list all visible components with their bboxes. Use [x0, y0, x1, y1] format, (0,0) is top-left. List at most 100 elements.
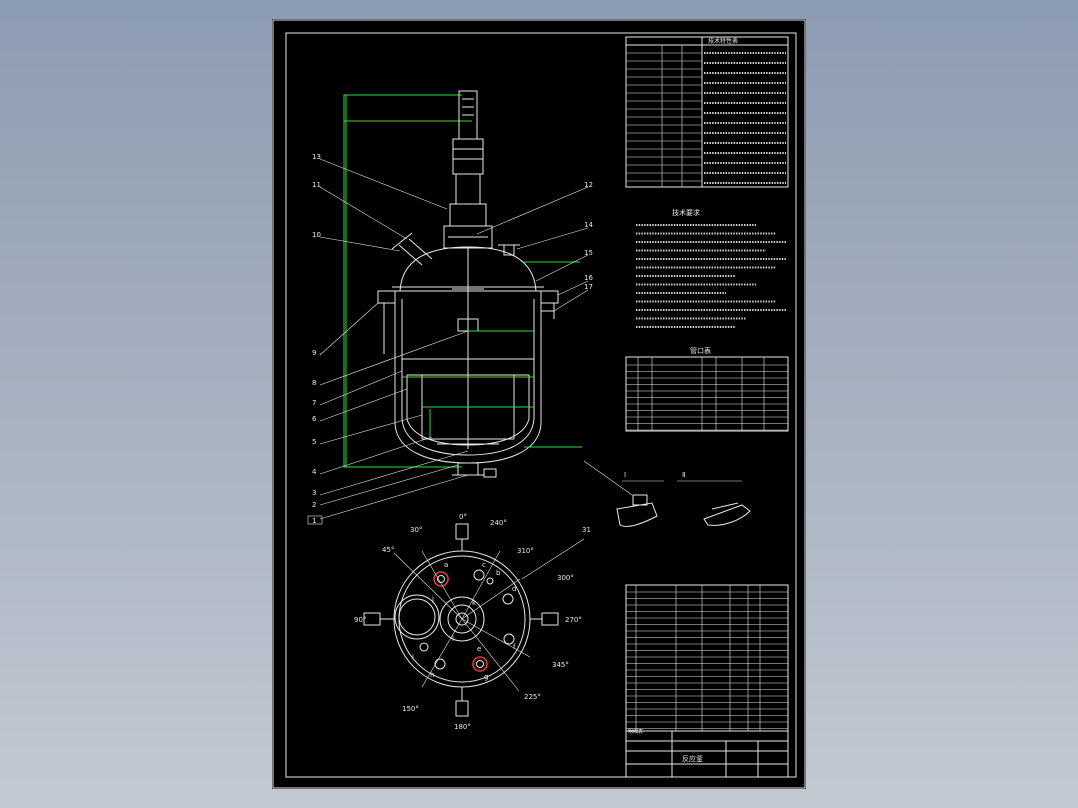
angle-label: 30°	[410, 526, 422, 534]
part-label: 9	[312, 349, 316, 357]
reactor-drawing: 13 11 10 9 8 7 6 5 4 3 2 1 12 14 15 16 1…	[272, 19, 806, 789]
nozzle-table-title: 管口表	[690, 346, 711, 355]
part-labels: 13 11 10 9 8 7 6 5 4 3 2 1 12 14 15 16 1…	[312, 153, 593, 534]
nozzle-highlight	[433, 571, 449, 587]
leader-14	[516, 227, 589, 250]
small-nozzle	[473, 569, 485, 581]
part-label: 15	[584, 249, 593, 257]
elevation-view	[307, 90, 589, 525]
small-nozzle	[502, 593, 514, 605]
leader-1	[319, 474, 469, 520]
radial-240	[461, 550, 501, 620]
leader-2	[319, 464, 459, 506]
bottom-nozzle	[483, 468, 497, 478]
nozzle-table: 管口表	[625, 346, 789, 432]
requirements-title: 技术要求	[672, 208, 700, 217]
angle-label: 240°	[490, 519, 507, 527]
part-label: 13	[312, 153, 321, 161]
angled-nozzle-flange	[391, 232, 413, 250]
coupling-frame	[455, 173, 481, 205]
leader-10	[319, 236, 401, 252]
part-label: 6	[312, 415, 317, 423]
nozzle-label: e	[477, 645, 481, 653]
part-label: 5	[312, 438, 316, 446]
top-head	[399, 246, 537, 292]
outer-frame	[272, 19, 806, 789]
detail-II-line	[711, 502, 739, 510]
nozzle-highlight	[472, 656, 488, 672]
nozzle-label: b	[496, 569, 501, 577]
support-frame	[449, 203, 487, 227]
small-nozzle	[434, 658, 446, 670]
small-nozzle	[486, 577, 494, 585]
leader-16	[557, 280, 589, 296]
angle-label: 225°	[524, 693, 541, 701]
leader-17	[553, 289, 589, 312]
table-title: 技术特性表	[708, 37, 738, 45]
overall-dimension-frame	[343, 94, 462, 468]
bill-of-materials: 明细表	[625, 584, 789, 735]
angle-labels: 0° 30° 45° 90° 150° 180° 225° 240° 270° …	[354, 513, 582, 731]
leader-11	[319, 186, 408, 240]
detail-label: Ⅰ	[624, 471, 626, 479]
part-label: 14	[584, 221, 593, 229]
part-label: 12	[584, 181, 593, 189]
nozzle-label: c	[482, 561, 486, 569]
drawing-sheet: 13 11 10 9 8 7 6 5 4 3 2 1 12 14 15 16 1…	[272, 19, 806, 789]
lug-top-box	[455, 523, 469, 540]
part-label: 4	[312, 468, 317, 476]
nozzle-label: l	[452, 635, 454, 643]
nozzle-label: d	[512, 585, 516, 593]
title-block-border	[625, 730, 789, 778]
radial-150	[421, 618, 463, 688]
detail-II-shape	[703, 504, 751, 526]
vessel-shell	[401, 299, 535, 456]
leader-4	[319, 436, 433, 475]
detail-label: Ⅱ	[682, 471, 685, 479]
nozzle-table-border	[625, 356, 789, 432]
angle-label: 270°	[565, 616, 582, 624]
tech-requirements: 技术要求	[636, 208, 786, 328]
angled-nozzle	[408, 238, 433, 260]
drive-base-inner	[447, 604, 477, 634]
radial-225	[461, 618, 520, 692]
small-nozzle	[503, 633, 515, 645]
detail-views: Ⅰ Ⅱ	[583, 460, 751, 527]
leader-3	[319, 450, 469, 496]
label-box-1	[307, 515, 323, 525]
angle-label: 345°	[552, 661, 569, 669]
leader-13	[319, 158, 448, 210]
leader-15	[535, 254, 589, 282]
nozzle-bore	[476, 660, 484, 668]
angle-label: 300°	[557, 574, 574, 582]
support-lug-right	[540, 290, 559, 304]
table-border	[625, 36, 789, 188]
nozzle-labels: a c d f g h i j k l b e	[412, 561, 516, 681]
tech-characteristics-table: 技术特性表	[625, 36, 789, 188]
requirement-lines	[636, 224, 786, 328]
nozzle-label: j	[431, 595, 434, 603]
radial-345	[461, 618, 531, 658]
detail-leader	[583, 460, 633, 496]
drive-base	[439, 596, 485, 642]
nozzle-label: h	[430, 671, 434, 679]
detail-I-shape	[616, 502, 658, 527]
leader-31	[521, 538, 585, 580]
plan-view	[363, 523, 585, 717]
nozzle-label: i	[412, 653, 414, 661]
shaft-center	[455, 612, 469, 626]
part-label: 11	[312, 181, 321, 189]
inner-frame	[285, 32, 797, 778]
part-label: 10	[312, 231, 321, 239]
manhole	[394, 594, 440, 640]
radial-30	[421, 550, 463, 620]
leader-6	[319, 388, 408, 422]
drawing-name: 反应釜	[682, 754, 703, 763]
part-label: 2	[312, 501, 316, 509]
angle-label: 0°	[459, 513, 467, 521]
nozzle-label: f	[513, 643, 516, 651]
lug-bottom-box	[455, 700, 469, 717]
nozzle-bore	[437, 575, 445, 583]
radial-300	[461, 578, 521, 620]
part-label: 7	[312, 399, 316, 407]
